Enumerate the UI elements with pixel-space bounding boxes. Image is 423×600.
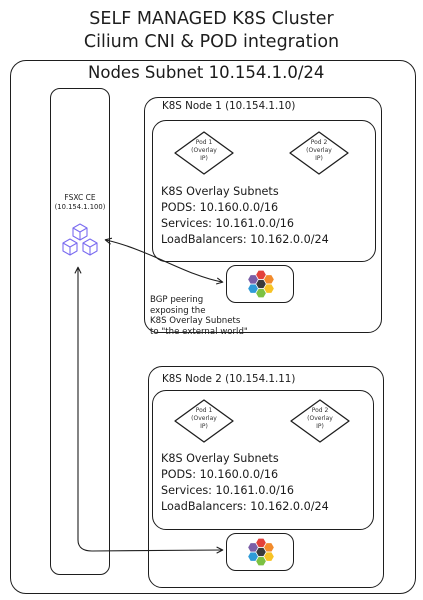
fsxc-ce-name: FSXC CE <box>64 193 96 202</box>
nodes-subnet-box <box>10 60 416 594</box>
bgp-peering-note: BGP peering exposing the K8S Overlay Sub… <box>150 295 248 337</box>
cube-cluster-icon <box>62 223 98 256</box>
node2-pod1: Pod 1 (Overlay IP) <box>173 398 235 444</box>
node2-overlay-pods: PODS: 10.160.0.0/16 <box>161 468 279 481</box>
k8s-node1-inner-box <box>152 120 376 262</box>
node2-overlay-info: K8S Overlay Subnets PODS: 10.160.0.0/16 … <box>161 451 329 515</box>
node1-pod1: Pod 1 (Overlay IP) <box>173 130 235 176</box>
node1-overlay-lbs: LoadBalancers: 10.162.0.0/24 <box>161 233 329 246</box>
cilium-hex-cell <box>247 551 259 562</box>
fsxc-ce-ip: (10.154.1.100) <box>54 203 106 211</box>
bgp-note-line2: exposing the <box>150 305 206 316</box>
diamond-pod-icon <box>174 131 234 175</box>
node1-pod2-line1: Pod 2 <box>310 139 328 146</box>
node2-pod2: Pod 2 (Overlay IP) <box>289 398 351 444</box>
node2-overlay-title: K8S Overlay Subnets <box>161 452 279 465</box>
k8s-node1-box <box>144 97 382 333</box>
k8s-node2-label: K8S Node 2 (10.154.1.11) <box>162 373 296 385</box>
diagram-title-line1: SELF MANAGED K8S Cluster <box>89 9 334 29</box>
fsxc-ce-box <box>50 88 110 575</box>
node2-pod1-line3: IP) <box>200 423 208 430</box>
diagram-title-line2: Cilium CNI & POD integration <box>83 32 340 52</box>
node1-overlay-services: Services: 10.161.0.0/16 <box>161 217 294 230</box>
nodes-subnet-label: Nodes Subnet 10.154.1.0/24 <box>88 63 325 82</box>
cilium-hexagon-icon <box>247 537 275 567</box>
node2-cilium-box <box>226 533 294 571</box>
cilium-hexagon-icon <box>247 269 275 299</box>
node1-overlay-pods: PODS: 10.160.0.0/16 <box>161 201 279 214</box>
node2-pod1-line1: Pod 1 <box>195 407 213 414</box>
k8s-node1-label: K8S Node 1 (10.154.1.10) <box>162 100 296 112</box>
node1-overlay-info: K8S Overlay Subnets PODS: 10.160.0.0/16 … <box>161 184 329 248</box>
node1-pod1-line3: IP) <box>200 155 208 162</box>
node1-overlay-title: K8S Overlay Subnets <box>161 185 279 198</box>
node2-overlay-services: Services: 10.161.0.0/16 <box>161 484 294 497</box>
node1-pod2-line3: IP) <box>315 155 323 162</box>
node1-pod2: Pod 2 (Overlay IP) <box>288 130 350 176</box>
node2-pod2-line2: (Overlay <box>307 415 333 422</box>
cilium-hex-cell <box>247 283 259 294</box>
node1-pod1-line2: (Overlay <box>191 147 217 154</box>
bgp-note-line3: K8S Overlay Subnets <box>150 316 241 326</box>
node1-cilium-box <box>226 265 294 303</box>
node1-pod1-line1: Pod 1 <box>195 139 213 146</box>
node2-pod1-line2: (Overlay <box>191 415 217 422</box>
diamond-pod-icon <box>290 399 350 443</box>
node2-pod2-line1: Pod 2 <box>311 407 329 414</box>
cilium-hex-cell <box>263 274 275 285</box>
cilium-hex-cell <box>247 274 259 285</box>
node2-pod2-line3: IP) <box>316 423 324 430</box>
diamond-pod-icon <box>289 131 349 175</box>
bgp-note-line4: to "the external world" <box>150 326 248 337</box>
node1-pod2-line2: (Overlay <box>306 147 332 154</box>
cilium-hex-cell <box>247 542 259 553</box>
node2-overlay-lbs: LoadBalancers: 10.162.0.0/24 <box>161 500 329 513</box>
bgp-note-line1: BGP peering <box>150 295 204 305</box>
cilium-hex-cell <box>263 542 275 553</box>
